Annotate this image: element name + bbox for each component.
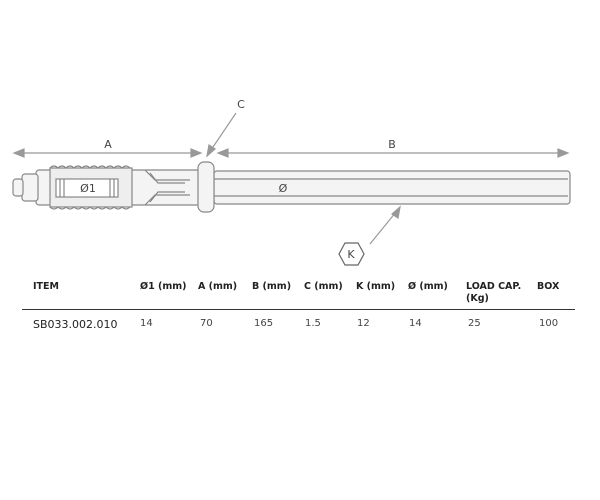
header-a: A (mm) — [198, 281, 238, 292]
rod — [213, 170, 571, 205]
header-b: B (mm) — [252, 281, 292, 292]
cell-c: 1.5 — [305, 318, 321, 329]
cell-load-cap: 25 — [468, 318, 481, 329]
dimension-k-label: K — [347, 248, 355, 261]
cell-a: 70 — [200, 318, 213, 329]
thread-end — [12, 178, 24, 197]
cell-box: 100 — [539, 318, 559, 329]
hex-k-icon — [338, 242, 365, 266]
dimension-a-label: A — [104, 138, 112, 151]
header-d: Ø (mm) — [408, 281, 448, 292]
nut — [21, 173, 39, 202]
header-c: C (mm) — [304, 281, 343, 292]
cell-d1: 14 — [140, 318, 153, 329]
sleeve-ribs — [49, 165, 133, 210]
header-k: K (mm) — [356, 281, 396, 292]
cell-d: 14 — [409, 318, 422, 329]
cell-k: 12 — [357, 318, 370, 329]
collar — [197, 161, 215, 213]
header-load-cap: LOAD CAP. (Kg) — [466, 281, 522, 304]
diameter-1-label: Ø1 — [80, 182, 96, 195]
diameter-label: Ø — [279, 182, 288, 195]
dimension-c-label: C — [237, 98, 245, 111]
table-divider — [22, 309, 575, 310]
header-item: ITEM — [33, 281, 59, 292]
dimension-b-label: B — [388, 138, 396, 151]
anchor-bolt-drawing: A B C K Ø1 Ø — [12, 98, 571, 266]
cell-b: 165 — [254, 318, 274, 329]
header-d1: Ø1 (mm) — [140, 281, 187, 292]
cell-item: SB033.002.010 — [33, 318, 118, 331]
header-box: BOX — [537, 281, 560, 292]
